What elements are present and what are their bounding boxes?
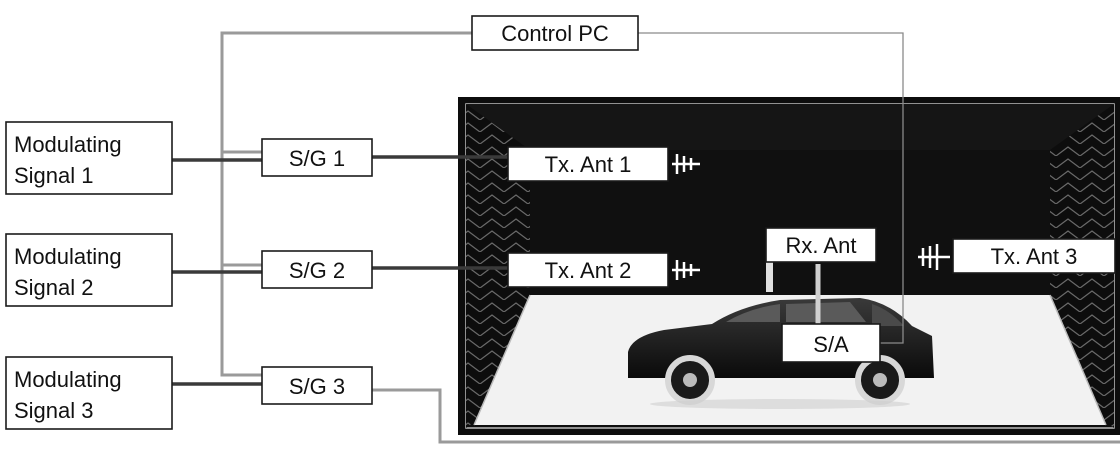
rx-antenna-label: Rx. Ant bbox=[786, 233, 857, 258]
modulating-signal-3-line1: Modulating bbox=[14, 367, 122, 392]
tx-antenna-2-label: Tx. Ant 2 bbox=[545, 258, 632, 283]
signal-generator-2-box: S/G 2 bbox=[262, 251, 372, 288]
modulating-signal-3-box: Modulating Signal 3 bbox=[6, 357, 172, 429]
modulating-signal-3-line2: Signal 3 bbox=[14, 398, 94, 423]
spectrum-analyzer-box: S/A bbox=[782, 324, 880, 362]
rx-antenna-mast bbox=[766, 262, 773, 292]
rx-antenna-box: Rx. Ant bbox=[766, 228, 876, 262]
control-pc-box: Control PC bbox=[472, 16, 638, 50]
signal-generator-1-label: S/G 1 bbox=[289, 146, 345, 171]
control-pc-label: Control PC bbox=[501, 21, 609, 46]
modulating-signal-2-line1: Modulating bbox=[14, 244, 122, 269]
modulating-signal-1-line2: Signal 1 bbox=[14, 163, 94, 188]
signal-generator-1-box: S/G 1 bbox=[262, 139, 372, 176]
signal-generator-2-label: S/G 2 bbox=[289, 258, 345, 283]
spectrum-analyzer-label: S/A bbox=[813, 332, 849, 357]
tx-antenna-1-box: Tx. Ant 1 bbox=[508, 147, 668, 181]
modulating-signal-2-line2: Signal 2 bbox=[14, 275, 94, 300]
signal-generator-3-label: S/G 3 bbox=[289, 374, 345, 399]
modulating-signal-1-box: Modulating Signal 1 bbox=[6, 122, 172, 194]
modulating-signal-1-line1: Modulating bbox=[14, 132, 122, 157]
tx-antenna-1-label: Tx. Ant 1 bbox=[545, 152, 632, 177]
tx-antenna-2-box: Tx. Ant 2 bbox=[508, 253, 668, 287]
tx-antenna-3-box: Tx. Ant 3 bbox=[953, 239, 1115, 273]
modulating-signal-2-box: Modulating Signal 2 bbox=[6, 234, 172, 306]
signal-generator-3-box: S/G 3 bbox=[262, 367, 372, 404]
ceiling-absorbers bbox=[466, 104, 1114, 150]
tx-antenna-3-label: Tx. Ant 3 bbox=[991, 244, 1078, 269]
